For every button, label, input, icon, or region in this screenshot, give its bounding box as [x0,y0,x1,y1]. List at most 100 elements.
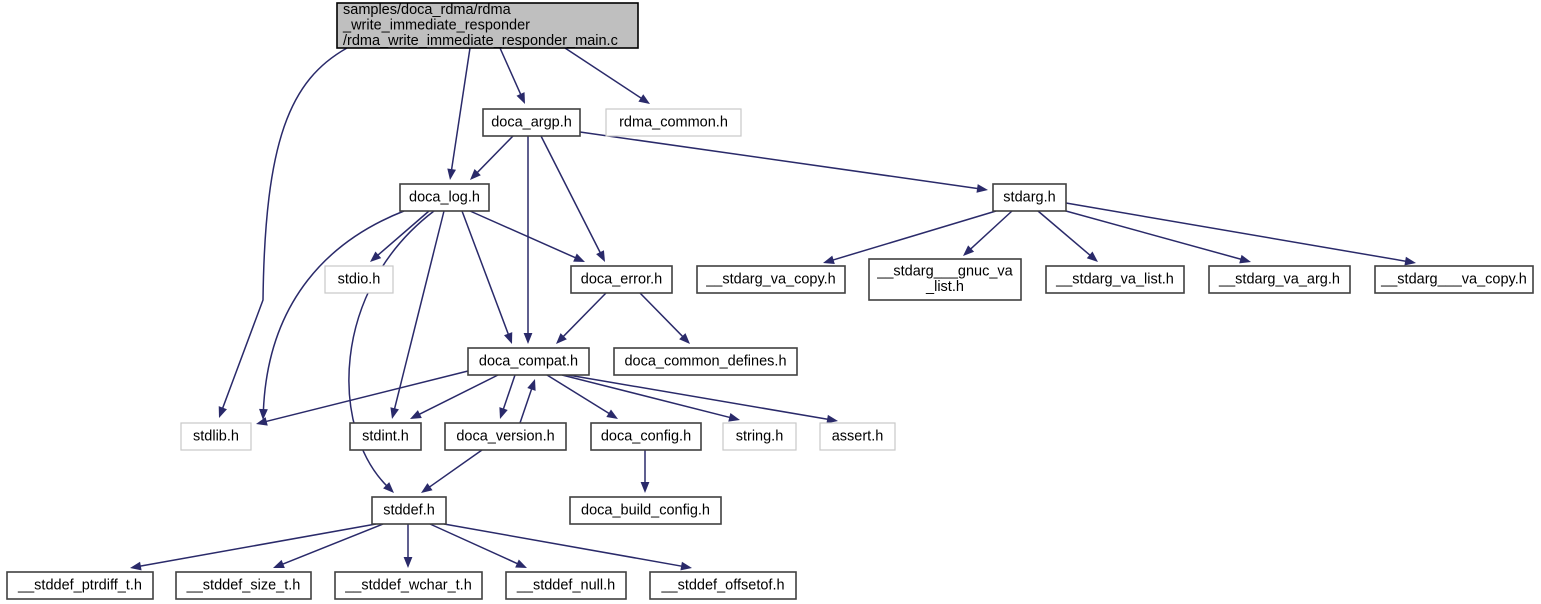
node-doca_log[interactable]: doca_log.h [399,183,490,212]
node-box[interactable] [334,571,483,600]
node-label: stdio.h [338,271,381,287]
edge-root-to-doca_log [447,47,471,180]
nodes-layer: samples/doca_rdma/rdma_write_immediate_r… [6,2,1534,600]
node-box[interactable] [569,496,722,525]
node-label: stdarg.h [1003,189,1055,205]
arrow-head-icon [470,169,481,180]
node-doca_argp[interactable]: doca_argp.h [482,108,581,137]
edge-line [450,47,471,172]
edge-root-to-doca_argp [499,47,525,104]
edge-doca_argp-to-stdarg [579,131,988,193]
node-box [819,422,896,451]
edge-line [502,374,516,411]
edge-doca_log-to-stddef [348,210,435,493]
node-stddef_wchar_t[interactable]: __stddef_wchar_t.h [334,571,483,600]
arrow-head-icon [403,557,413,568]
node-stddef_offsetof[interactable]: __stddef_offsetof.h [649,571,797,600]
node-doca_error[interactable]: doca_error.h [570,265,673,294]
arrow-head-icon [259,408,268,420]
node-stdarg_va_arg[interactable]: __stdarg_va_arg.h [1208,265,1351,294]
node-box[interactable] [570,265,673,294]
node-box[interactable] [482,108,581,137]
node-box[interactable] [349,422,422,451]
arrow-head-icon [963,245,975,256]
edge-stddef-to-stddef_null [429,523,527,568]
node-label: _write_immediate_responder [342,17,530,33]
edge-doca_compat-to-doca_version [499,374,516,419]
node-box[interactable] [1045,265,1185,294]
edge-stdarg-to-stdarg_va_arg [1054,207,1251,264]
node-doca_version[interactable]: doca_version.h [444,422,567,451]
node-label: stdlib.h [193,428,239,444]
node-box[interactable] [444,422,567,451]
edge-line [475,135,514,175]
node-label: __stddef_offsetof.h [660,577,784,593]
node-stddef_null[interactable]: __stddef_null.h [505,571,627,600]
edge-doca_version-to-stddef [421,449,483,493]
node-stdarg_gnuc_va_list[interactable]: __stdarg___gnuc_va_list.h [868,258,1022,301]
edge-line [639,292,685,339]
node-label: doca_error.h [581,271,662,287]
arrow-head-icon [447,168,456,180]
node-doca_compat[interactable]: doca_compat.h [467,347,590,376]
edge-doca_log-to-stdio [370,210,430,262]
edge-stdarg-to-stdarg_va_list [1037,210,1098,262]
edge-line [1037,210,1092,257]
node-box[interactable] [696,265,846,294]
node-stddef_size_t[interactable]: __stddef_size_t.h [175,571,312,600]
node-box[interactable] [399,183,490,212]
arrow-head-icon [680,561,692,571]
node-label: /rdma_write_immediate_responder_main.c [343,33,618,49]
arrow-head-icon [573,253,585,262]
node-stdarg[interactable]: stdarg.h [992,183,1067,212]
arrow-head-icon [638,94,650,104]
node-stdarg_va_copy[interactable]: __stdarg_va_copy.h [696,265,846,294]
edge-doca_compat-to-stdint [410,374,499,419]
node-doca_common_defines[interactable]: doca_common_defines.h [613,347,798,376]
arrow-head-icon [823,255,835,265]
node-doca_build_config[interactable]: doca_build_config.h [569,496,722,525]
node-label: __stdarg_va_copy.h [705,271,836,287]
node-rdma_common: rdma_common.h [605,108,742,137]
node-box [605,108,742,137]
edge-doca_error-to-doca_compat [556,292,607,344]
node-box[interactable] [1374,265,1534,294]
node-stdarg_va_list[interactable]: __stdarg_va_list.h [1045,265,1185,294]
node-box[interactable] [6,571,154,600]
node-box[interactable] [467,347,590,376]
arrow-head-icon [1239,254,1251,264]
node-label: doca_build_config.h [581,502,710,518]
node-box[interactable] [992,183,1067,212]
node-stddef[interactable]: stddef.h [371,496,447,525]
node-label: doca_argp.h [491,114,572,130]
edge-line [546,374,611,415]
edge-line [561,292,607,339]
edge-doca_log-to-stdint [390,210,445,419]
edge-line [579,131,980,190]
node-stdarg___va_copy[interactable]: __stdarg___va_copy.h [1374,265,1534,294]
arrow-head-icon [1086,251,1098,262]
node-stdint[interactable]: stdint.h [349,422,422,451]
node-box[interactable] [175,571,312,600]
node-doca_config[interactable]: doca_config.h [590,422,702,451]
node-box[interactable] [371,496,447,525]
edge-line [138,523,377,568]
arrow-head-icon [826,414,838,424]
node-box[interactable] [649,571,797,600]
node-stdlib: stdlib.h [180,422,252,451]
edge-doca_argp-to-doca_error [540,135,605,262]
node-box[interactable] [1208,265,1351,294]
node-label: __stddef_null.h [516,577,615,593]
edge-line [393,210,445,411]
node-box[interactable] [613,347,798,376]
node-box[interactable] [868,258,1022,301]
node-stddef_ptrdiff_t[interactable]: __stddef_ptrdiff_t.h [6,571,154,600]
node-box[interactable] [505,571,627,600]
node-box[interactable] [590,422,702,451]
arrow-head-icon [504,332,513,344]
edge-stddef-to-stddef_ptrdiff_t [130,523,377,571]
arrow-head-icon [499,407,508,419]
node-label: stddef.h [383,502,435,518]
edge-root-to-rdma_common [564,47,650,104]
edge-doca_compat-to-stdlib [256,370,469,426]
